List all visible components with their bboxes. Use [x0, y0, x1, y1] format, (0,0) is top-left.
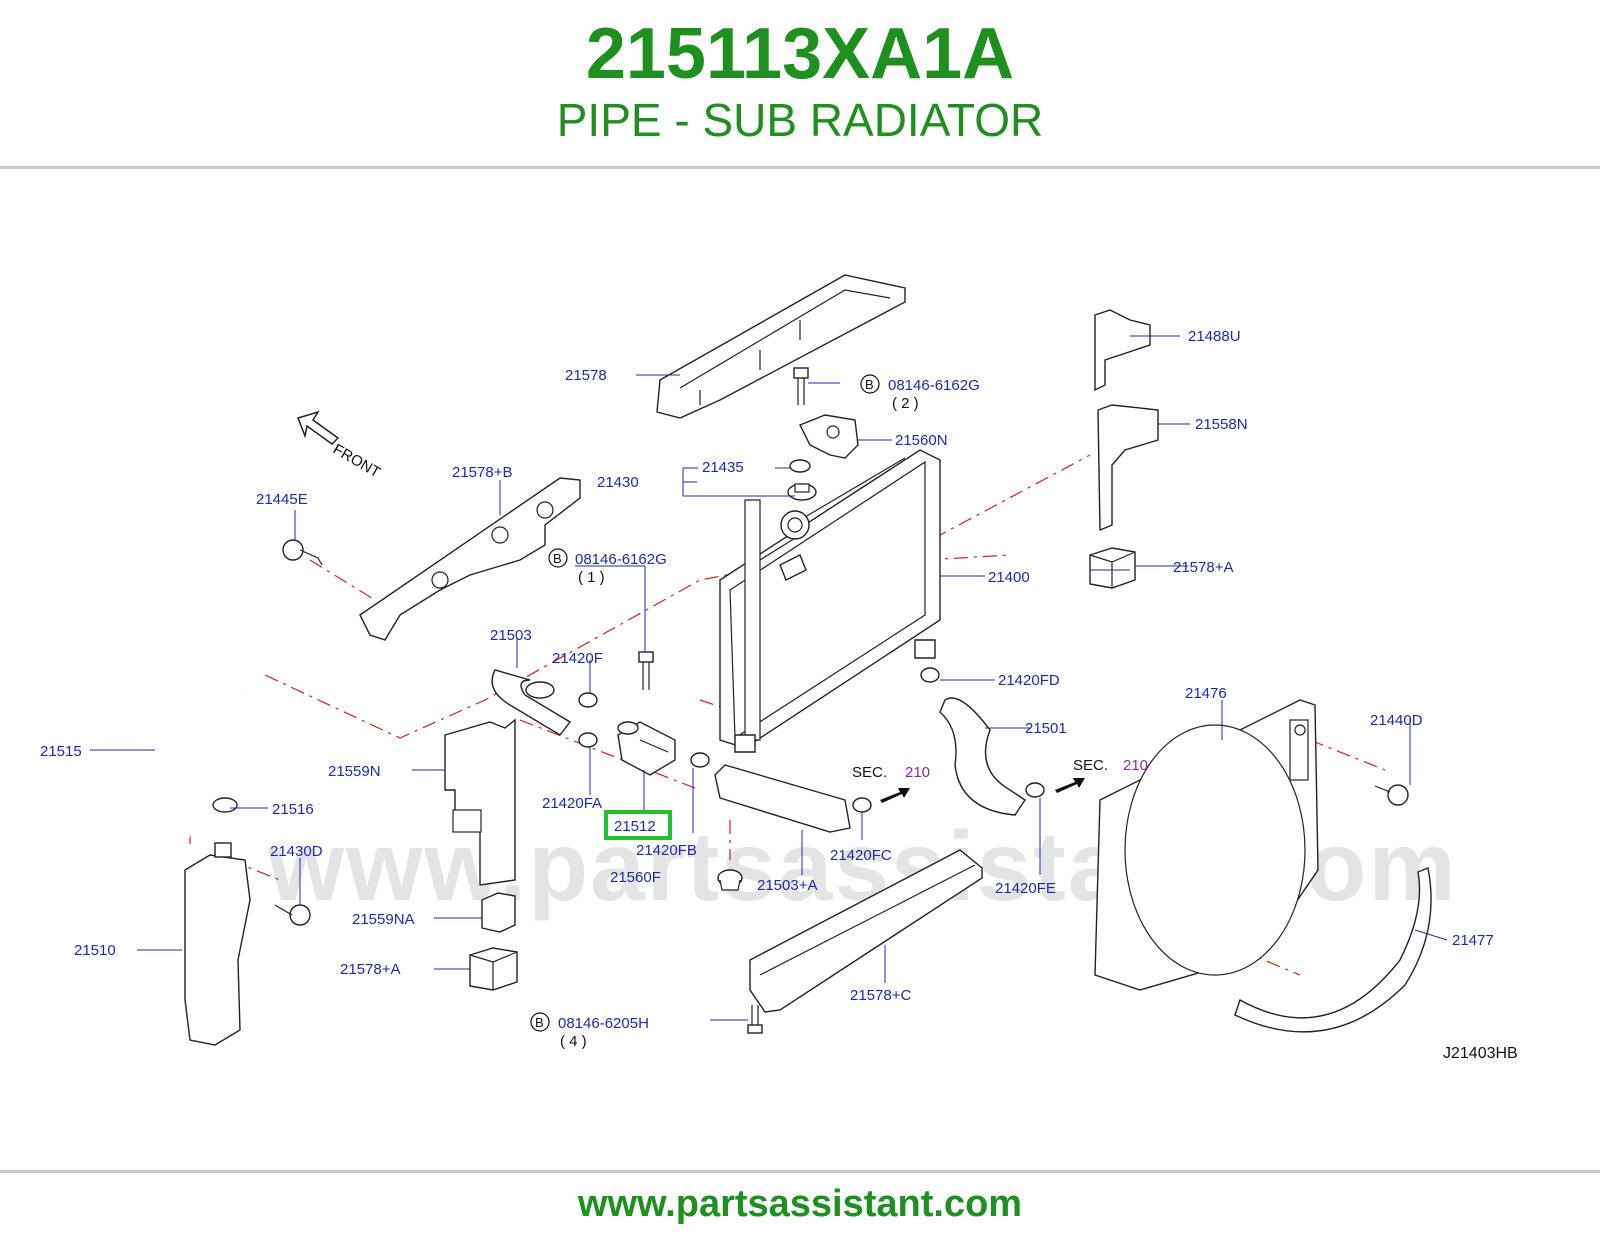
bolt-ref-bottom: B 08146-6205H ( 4 ): [530, 1012, 649, 1050]
part-name-subtitle: PIPE - SUB RADIATOR: [556, 94, 1044, 146]
bracket-21558N: [1097, 404, 1159, 532]
label-21420FE: 21420FE: [995, 880, 1056, 897]
page-header: 215113XA1A PIPE - SUB RADIATOR: [0, 0, 1600, 168]
label-21578+C: 21578+C: [850, 987, 911, 1004]
label-21430: 21430: [597, 474, 639, 491]
header-divider: [0, 166, 1600, 169]
bolt-qty-top: ( 2 ): [892, 395, 919, 412]
svg-text:B: B: [535, 1015, 544, 1030]
label-21420FC: 21420FC: [830, 847, 892, 864]
label-21430D: 21430D: [270, 843, 323, 860]
bracket-21559N: [444, 718, 516, 886]
clamp-21420FD: [920, 667, 940, 683]
sec-arrow-2: [1055, 778, 1085, 793]
label-21560F: 21560F: [610, 869, 661, 886]
hose-21503+A: [714, 764, 851, 833]
label-21476: 21476: [1185, 685, 1227, 702]
footer-website-link[interactable]: www.partsassistant.com: [577, 1183, 1023, 1225]
label-21501: 21501: [1025, 720, 1067, 737]
hose-21503: [491, 669, 572, 736]
clamp-21420FE: [1025, 782, 1045, 798]
label-21503+A: 21503+A: [757, 877, 817, 894]
label-21559NA: 21559NA: [352, 911, 415, 928]
label-21515: 21515: [40, 743, 82, 760]
pipe-sub-radiator-21512: [617, 721, 676, 776]
clip-21445E: [282, 539, 323, 566]
label-21420FA: 21420FA: [542, 795, 602, 812]
label-21445E: 21445E: [256, 491, 308, 508]
air-guide-21578+B: [359, 477, 581, 641]
pad-21578+A-right: [1089, 547, 1136, 589]
label-21578: 21578: [565, 367, 607, 384]
label-21512[interactable]: 21512: [614, 818, 656, 835]
hose-21501: [939, 697, 1026, 816]
exploded-view-svg: FRONT: [40, 274, 1518, 1062]
reservoir-21510: [184, 797, 251, 1046]
label-21400: 21400: [988, 569, 1030, 586]
label-21477: 21477: [1452, 932, 1494, 949]
radiator-21400: [719, 449, 941, 753]
label-21420FD: 21420FD: [998, 672, 1060, 689]
highlight-box-21512: [604, 810, 672, 840]
label-21435: 21435: [702, 459, 744, 476]
radiator-cap-21430: [787, 459, 817, 501]
bracket-21488U: [1094, 309, 1151, 392]
label-21560N: 21560N: [895, 432, 948, 449]
bolt-mid: [638, 651, 654, 690]
bolt-21430D: [274, 904, 311, 926]
bolt-top: [793, 367, 809, 405]
bolt-qty-mid: ( 1 ): [578, 569, 605, 586]
fan-shroud-21476: [1094, 699, 1319, 991]
bolt-number-top: 08146-6162G: [888, 377, 980, 394]
bolt-bottom: [747, 1005, 763, 1034]
bolt-qty-bottom: ( 4 ): [560, 1033, 587, 1050]
diagram-code: J21403HB: [1443, 1045, 1518, 1062]
label-21578+B: 21578+B: [452, 464, 512, 481]
label-21420F: 21420F: [552, 650, 603, 667]
mount-21560N: [799, 414, 859, 459]
label-21558N: 21558N: [1195, 416, 1248, 433]
label-21503: 21503: [490, 627, 532, 644]
svg-text:B: B: [553, 551, 562, 566]
air-guide-21578+C: [749, 849, 983, 1013]
label-21420FB: 21420FB: [636, 842, 697, 859]
lower-shroud-21477: [1234, 867, 1432, 1033]
label-21516: 21516: [272, 801, 314, 818]
bolt-21440D: [1374, 784, 1409, 806]
air-guide-upper-21578: [656, 274, 906, 419]
label-21488U: 21488U: [1188, 328, 1241, 345]
bolt-ref-top: B 08146-6162G ( 2 ): [860, 374, 980, 412]
mount-21560F: [717, 869, 743, 891]
parts-diagram: www.partsassistant.com: [0, 170, 1600, 1170]
label-21578+A-left: 21578+A: [340, 961, 400, 978]
sec-label-2: SEC.: [1073, 757, 1108, 774]
sec-ref-2: 210: [1123, 757, 1148, 774]
sec-label-1: SEC.: [852, 764, 887, 781]
front-label: FRONT: [330, 441, 383, 482]
front-arrow: FRONT: [297, 410, 383, 482]
bolt-number-mid: 08146-6162G: [575, 551, 667, 568]
label-21440D: 21440D: [1370, 712, 1423, 729]
bracket-21559NA: [481, 892, 516, 933]
footer-divider: [0, 1170, 1600, 1173]
bolt-ref-mid: B 08146-6162G ( 1 ): [548, 548, 667, 586]
clamp-21420F: [578, 692, 598, 708]
clamp-21420FC: [852, 797, 872, 813]
clamp-21420FB: [690, 752, 710, 768]
sec-ref-1: 210: [905, 764, 930, 781]
label-21559N: 21559N: [328, 763, 381, 780]
label-21510: 21510: [74, 942, 116, 959]
label-21578+A-right: 21578+A: [1173, 559, 1233, 576]
bolt-number-bottom: 08146-6205H: [558, 1015, 649, 1032]
svg-text:B: B: [865, 377, 874, 392]
sec-arrow-1: [880, 788, 910, 803]
pad-21578+A-left: [469, 947, 518, 991]
clamp-21420FA: [578, 732, 598, 748]
part-number-title: 215113XA1A: [585, 14, 1015, 94]
tube-21515: [153, 689, 246, 859]
